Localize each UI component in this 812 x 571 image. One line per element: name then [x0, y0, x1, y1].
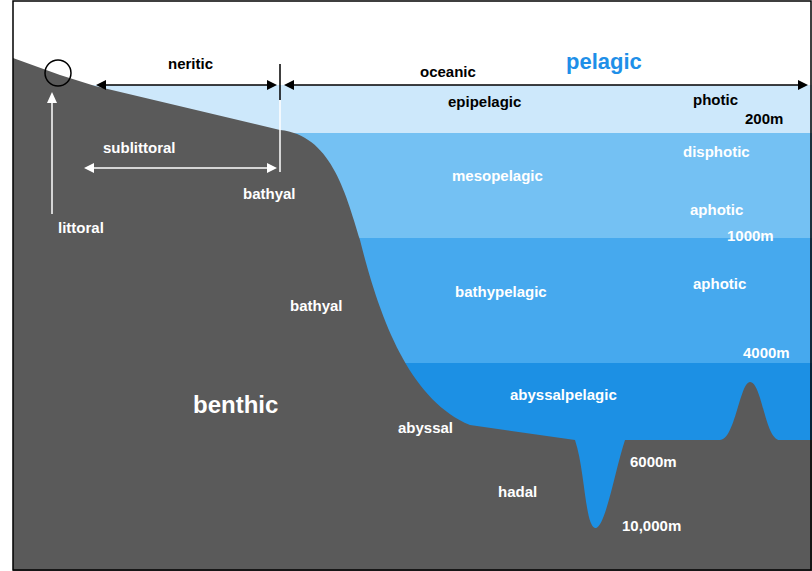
zone-label: abyssalpelagic — [510, 387, 617, 404]
depth-label: 10,000m — [622, 518, 681, 535]
light-label: aphotic — [693, 276, 746, 293]
arrowhead — [267, 163, 277, 173]
oceanic-arrow — [288, 84, 802, 86]
zone-label: oceanic — [420, 64, 476, 81]
littoral-circle — [45, 60, 71, 86]
depth-label: 4000m — [743, 345, 790, 362]
depth-label: 1000m — [727, 228, 774, 245]
zone-label: littoral — [58, 220, 104, 237]
light-label: photic — [693, 92, 738, 109]
arrowhead — [96, 80, 106, 90]
region-title: benthic — [193, 392, 278, 418]
zone-label: bathypelagic — [455, 284, 547, 301]
arrowhead — [84, 163, 94, 173]
arrowhead — [284, 80, 294, 90]
zone-label: mesopelagic — [452, 168, 543, 185]
zone-label: abyssal — [398, 420, 453, 437]
light-label: disphotic — [683, 144, 750, 161]
sea-floor — [13, 58, 812, 571]
depth-label: 200m — [745, 111, 783, 128]
zone-label: epipelagic — [448, 94, 521, 111]
sublittoral-arrow — [90, 100, 280, 172]
zone-label: neritic — [168, 56, 213, 73]
zone-label: hadal — [498, 484, 537, 501]
arrowhead — [267, 80, 277, 90]
zone-label: sublittoral — [103, 140, 176, 157]
light-label: aphotic — [690, 202, 743, 219]
arrowhead — [798, 80, 808, 90]
frame — [13, 1, 811, 570]
depth-label: 6000m — [630, 454, 677, 471]
region-title: pelagic — [566, 50, 642, 74]
zone-label: bathyal — [290, 298, 343, 315]
arrowhead — [47, 92, 57, 103]
zone-label: bathyal — [243, 186, 296, 203]
littoral-arrow — [51, 100, 53, 214]
